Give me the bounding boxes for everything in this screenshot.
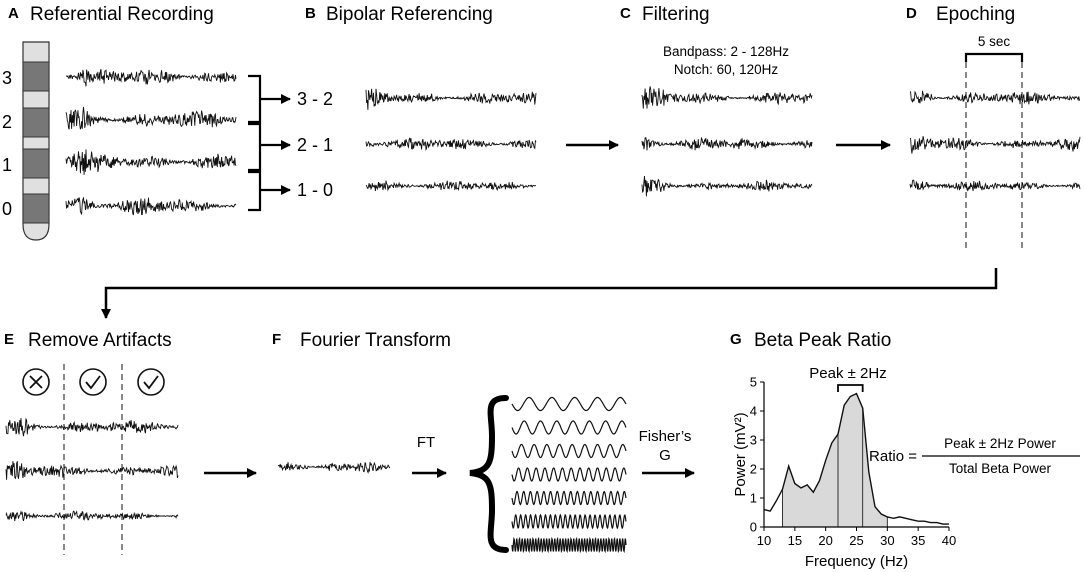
- bipolar-label-2-1: 2 - 1: [297, 135, 333, 155]
- x-tick-label: 40: [942, 533, 956, 548]
- panel-f-title: Fourier Transform: [300, 330, 451, 351]
- ft-label: FT: [417, 434, 435, 451]
- x-circle-icon: [22, 368, 50, 396]
- filtered-trace-1: [641, 136, 813, 151]
- epoch-bracket: [964, 52, 1024, 62]
- fisher-label-line2: G: [659, 447, 671, 464]
- sinusoid-0: [511, 396, 627, 412]
- panel-g-title: Beta Peak Ratio: [754, 330, 891, 351]
- peak-band-label: Peak ± 2Hz: [809, 365, 886, 382]
- x-tick-label: 35: [911, 533, 925, 548]
- peak-band-bracket: [837, 384, 864, 392]
- bipolar-label-3-2: 3 - 2: [297, 89, 333, 109]
- panel-d-letter: D: [906, 5, 917, 22]
- bandpass-text: Bandpass: 2 - 128Hz: [663, 44, 789, 59]
- x-axis-label: Frequency (Hz): [805, 553, 908, 570]
- y-tick-label: 1: [750, 491, 757, 506]
- epoched-trace-1: [909, 136, 1081, 154]
- sinusoid-3: [511, 467, 627, 482]
- epoch-duration-label: 5 sec: [978, 34, 1011, 49]
- panel-a-title: Referential Recording: [30, 4, 214, 25]
- epoched-trace-2: [909, 179, 1081, 192]
- filtered-trace-0: [641, 86, 813, 109]
- contact-label-2: 2: [2, 112, 12, 132]
- ratio-numerator: Peak ± 2Hz Power: [944, 436, 1056, 451]
- artifact-traces: [5, 417, 179, 522]
- panel-d-title: Epoching: [936, 4, 1015, 25]
- referential-trace-0: [65, 68, 237, 87]
- referential-trace-1: [65, 106, 237, 130]
- contact-label-1: 1: [2, 155, 12, 175]
- y-tick-label: 2: [750, 462, 757, 477]
- sinusoid-6: [511, 536, 627, 554]
- bipolar-trace-2: [365, 180, 537, 192]
- panel-f-letter: F: [272, 331, 281, 348]
- y-axis-label: Power (mV²): [732, 412, 749, 496]
- contact-label-0: 0: [2, 199, 12, 219]
- panel-a-letter: A: [8, 5, 19, 22]
- y-tick-label: 0: [750, 520, 757, 535]
- electrode-probe: [22, 41, 50, 241]
- artifact-trace-2: [5, 510, 179, 522]
- x-tick-label: 15: [788, 533, 802, 548]
- referential-trace-2: [65, 149, 237, 175]
- referential-trace-3: [65, 196, 237, 216]
- artifact-trace-0: [5, 417, 179, 437]
- y-tick-label: 3: [750, 433, 757, 448]
- bipolar-traces: [365, 88, 537, 192]
- pairing-brackets: [248, 74, 291, 212]
- clean-trace-line: [277, 461, 391, 474]
- sinusoid-5: [511, 513, 627, 530]
- x-tick-label: 30: [880, 533, 894, 548]
- sinusoid-components: [511, 396, 627, 554]
- x-tick-label: 10: [757, 533, 771, 548]
- check-circle-icon: [137, 368, 165, 396]
- curly-brace: [469, 395, 509, 553]
- panel-c-title: Filtering: [642, 4, 710, 25]
- check-circle-icon: [79, 368, 107, 396]
- bipolar-trace-1: [365, 137, 537, 151]
- ratio-label: Ratio =: [869, 448, 917, 465]
- panel-e-letter: E: [4, 331, 14, 348]
- spectrum-line: [763, 392, 949, 525]
- panel-b-title: Bipolar Referencing: [326, 4, 493, 25]
- fisher-label-line1: Fisher’s: [639, 428, 692, 445]
- bipolar-trace-0: [365, 88, 537, 110]
- panel-g-letter: G: [730, 331, 742, 348]
- y-tick-label: 4: [750, 404, 757, 419]
- epoched-traces: [909, 90, 1081, 192]
- panel-b-letter: B: [305, 5, 316, 22]
- panel-e-title: Remove Artifacts: [28, 330, 172, 351]
- panel-c-letter: C: [620, 5, 631, 22]
- artifact-trace-1: [5, 461, 179, 480]
- sinusoid-2: [511, 443, 627, 459]
- referential-traces: [65, 68, 237, 216]
- bipolar-label-1-0: 1 - 0: [297, 180, 333, 200]
- x-tick-label: 20: [818, 533, 832, 548]
- sinusoid-1: [511, 420, 627, 435]
- beta-band-fill: [782, 393, 888, 527]
- filtered-trace-2: [641, 175, 813, 197]
- clean-trace: [277, 461, 391, 474]
- epoched-trace-0: [909, 90, 1081, 105]
- arrow-d-to-e: [101, 268, 998, 319]
- ratio-denominator: Total Beta Power: [949, 461, 1052, 476]
- filtered-traces: [641, 86, 813, 197]
- sinusoid-4: [511, 490, 627, 506]
- x-tick-label: 25: [849, 533, 863, 548]
- y-tick-label: 5: [750, 375, 757, 390]
- notch-text: Notch: 60, 120Hz: [674, 62, 779, 77]
- contact-label-3: 3: [2, 68, 12, 88]
